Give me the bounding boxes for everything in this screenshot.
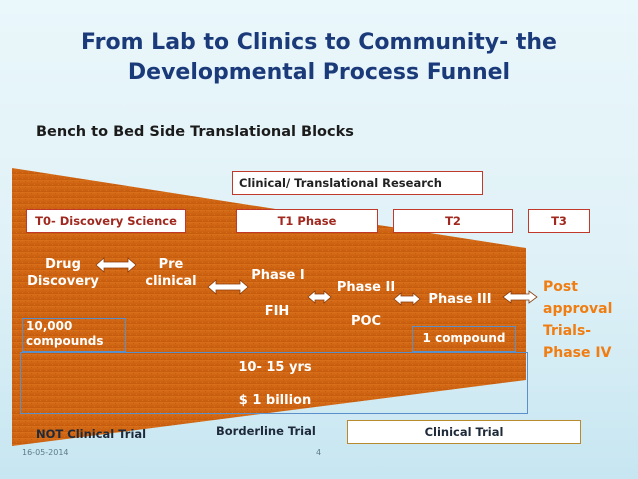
arrow-preclinical-phase1 [207,279,249,295]
phase-3-label: Phase III [428,292,492,307]
t3-box: T3 [528,209,590,233]
start-compounds-box [22,318,126,352]
drug-discovery-label: Drug Discovery [18,256,108,290]
arrow-phase1-phase2 [307,290,332,304]
subtitle: Bench to Bed Side Translational Blocks [36,124,354,140]
arrow-drug-preclinical [95,257,137,273]
cost-label: $ 1 billion [238,393,312,408]
arrow-phase2-phase3 [393,292,421,306]
fih-label: FIH [264,304,290,319]
post-approval-line-2: approval [543,301,613,317]
borderline-trial-label: Borderline Trial [216,424,316,438]
end-compound-box [412,326,516,352]
phase-2-label: Phase II [336,280,396,295]
drug-discovery-line-1: Drug [45,257,81,272]
not-clinical-trial-label: NOT Clinical Trial [36,427,147,441]
phase-1-label: Phase I [251,268,305,283]
arrow-phase3-post [502,290,538,304]
clinical-translational-research-box: Clinical/ Translational Research [232,171,483,195]
t1-phase-box: T1 Phase [236,209,378,233]
page-title: From Lab to Clinics to Community- the De… [0,28,638,88]
t0-discovery-science-box: T0- Discovery Science [26,209,186,233]
footer-page-number: 4 [316,448,322,457]
duration-cost-box [20,352,528,414]
pre-clinical-line-2: clinical [145,274,197,289]
footer-date: 16-05-2014 [22,448,69,457]
t2-box: T2 [393,209,513,233]
funnel-shape [12,168,526,446]
post-approval-line-4: Phase IV [543,345,612,361]
duration-label: 10- 15 yrs [238,360,312,375]
start-compounds-label: 10,000 compounds [26,319,104,349]
start-compounds-line-2: compounds [26,334,104,348]
drug-discovery-line-2: Discovery [27,274,99,289]
start-compounds-line-1: 10,000 [26,319,73,333]
title-line-2: Developmental Process Funnel [127,60,511,85]
post-approval-line-3: Trials- [543,323,592,339]
title-line-1: From Lab to Clinics to Community- the [81,30,557,55]
clinical-trial-box: Clinical Trial [347,420,581,444]
pre-clinical-line-1: Pre [158,257,184,272]
pre-clinical-label: Pre clinical [132,256,210,290]
poc-label: POC [350,314,382,329]
post-approval-label: Post approval Trials- Phase IV [543,276,612,364]
post-approval-line-1: Post [543,279,578,295]
end-compound-label: 1 compound [422,331,506,345]
